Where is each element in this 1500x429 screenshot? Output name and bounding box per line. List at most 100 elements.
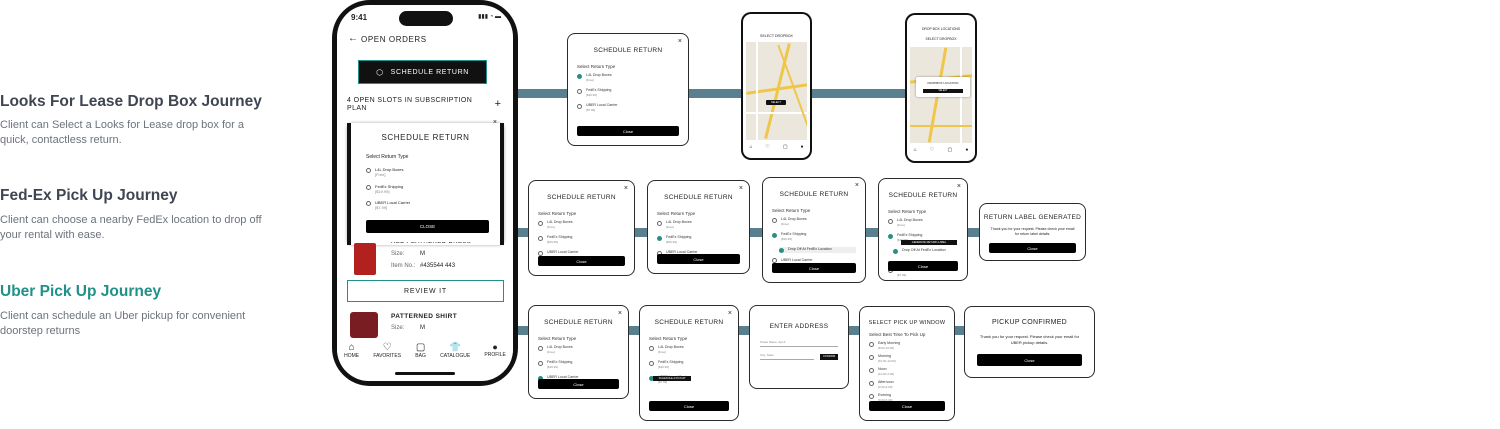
add-slot-icon[interactable]: + (494, 98, 501, 110)
close-button[interactable]: Close (657, 254, 740, 264)
nav-home[interactable]: ⌂HOME (344, 342, 359, 370)
option-dropbox[interactable]: L4L Drop Boxes[Free] (649, 345, 738, 355)
close-button[interactable]: Close (869, 401, 945, 411)
mini-nav: ⌂♡▢● (743, 144, 810, 154)
close-button[interactable]: Close (989, 243, 1076, 253)
modal-right-edge (500, 123, 504, 245)
confirm-address-button[interactable]: CONFIRM (820, 353, 838, 360)
map-screen-2: DROP BOX LOCATIONS SELECT DROPBOX DROPBO… (907, 15, 975, 161)
back-arrow-icon[interactable]: ← (348, 33, 358, 44)
journey-title-dropbox: Looks For Lease Drop Box Journey (0, 93, 262, 110)
option-label: Noon (878, 367, 887, 371)
review-button[interactable]: REVIEW IT (347, 280, 504, 302)
window-option[interactable]: Early Morning[8:00-10:00] (869, 341, 954, 351)
window-option[interactable]: Noon[12:00-2:00] (869, 367, 954, 377)
card-subtitle: Select Return Type (772, 208, 811, 213)
card-title: SCHEDULE RETURN (779, 191, 849, 198)
option-note: [Free] (666, 225, 674, 229)
item2-size: M (420, 325, 425, 331)
popup-select-button[interactable]: SELECT (923, 89, 963, 93)
bottom-nav: ⌂HOME ♡FAVORITES ▢BAG 👕CATALOGUE ●PROFIL… (337, 342, 513, 370)
map-view[interactable]: SELECT (746, 42, 807, 140)
card-title: SELECT PICK UP WINDOW (868, 320, 946, 326)
modal-close-icon[interactable]: × (492, 119, 497, 126)
close-icon[interactable]: × (677, 38, 682, 45)
window-option[interactable]: Evening[4:00-6:00] (869, 393, 954, 403)
street-input[interactable]: Street Name, Apt # (760, 340, 838, 347)
option-label: FedEx Shipping (586, 88, 612, 92)
option-fedex[interactable]: FedEx Shipping[$19.99] (772, 232, 865, 242)
enter-address-card: ENTER ADDRESS Street Name, Apt # City, S… (749, 305, 849, 389)
modal-close-button[interactable]: CLOSE (366, 220, 489, 233)
option-label: Morning (878, 354, 891, 358)
modal-option-fedex[interactable]: FedEx Shipping[$19.99] (366, 184, 403, 194)
item1-number-label: Item No.: (391, 263, 416, 269)
close-icon[interactable]: × (617, 310, 622, 317)
product-image-shirt[interactable] (350, 312, 378, 338)
option-label: L4L Drop Boxes (781, 217, 807, 221)
mini-nav: ⌂♡▢● (907, 147, 975, 157)
option-note: [12:00-2:00] (878, 372, 895, 376)
option-fedex-dropoff[interactable]: Drop Off At FedEx Location (893, 248, 967, 254)
close-button[interactable]: Close (538, 379, 619, 389)
nav-profile[interactable]: ●PROFILE (484, 342, 505, 370)
option-fedex[interactable]: FedEx Shipping[$19.99] (538, 235, 634, 245)
nav-catalogue[interactable]: 👕CATALOGUE (440, 342, 470, 370)
card-subtitle: Select Best Time To Pick Up (869, 332, 926, 337)
option-dropbox[interactable]: L4L Drop Boxes[Free] (888, 218, 967, 228)
popup-title: DROPBOX LOCATION (927, 81, 959, 85)
product-image-dress[interactable] (354, 243, 376, 275)
home-icon: ⌂ (348, 342, 355, 353)
option-label: L4L Drop Boxes (547, 345, 573, 349)
generate-label-button[interactable]: GENERATE RETURN LABEL (901, 240, 957, 245)
option-fedex[interactable]: FedEx Shipping[$19.99] (657, 235, 749, 245)
close-button[interactable]: Close (577, 126, 679, 136)
city-input[interactable]: City, State (760, 353, 814, 360)
window-option[interactable]: Afternoon[2:00-4:00] (869, 380, 954, 390)
option-note: [$7.99] (658, 380, 668, 384)
option-fedex[interactable]: FedEx Shipping[$19.99] (577, 88, 688, 98)
modal-option-uber[interactable]: UBER Local Carrier[$7.99] (366, 200, 410, 210)
modal-option-dropbox[interactable]: L4L Drop Boxes[Free] (366, 167, 404, 177)
map-screen-1: SELECT DROPBOX SELECT ⌂♡▢● (743, 14, 810, 158)
window-option[interactable]: Morning[10:00-12:00] (869, 354, 954, 364)
item1-size: M (420, 251, 425, 257)
map-view[interactable]: DROPBOX LOCATION SELECT (910, 47, 972, 143)
modal-title: SCHEDULE RETURN (381, 133, 470, 142)
map-header: DROP BOX LOCATIONS (921, 27, 961, 31)
option-dropbox[interactable]: L4L Drop Boxes[Free] (772, 217, 865, 227)
option-dropbox[interactable]: L4L Drop Boxes[Free] (577, 73, 688, 83)
close-icon[interactable]: × (738, 185, 743, 192)
option-note: [Free] (547, 350, 555, 354)
close-button[interactable]: Close (772, 263, 856, 273)
close-button[interactable]: Close (888, 261, 958, 271)
option-dropbox[interactable]: L4L Drop Boxes[Free] (538, 345, 628, 355)
close-button[interactable]: Close (977, 354, 1082, 366)
schedule-return-button[interactable]: ⬡SCHEDULE RETURN (358, 60, 487, 84)
pickup-window-card: SELECT PICK UP WINDOW Select Best Time T… (859, 306, 955, 421)
heart-icon: ♡ (929, 147, 935, 153)
option-uber[interactable]: UBER Local Carrier[$7.99] (577, 103, 688, 113)
nav-bag[interactable]: ▢BAG (415, 342, 426, 370)
row2-schedule-card-1: × SCHEDULE RETURN Select Return Type L4L… (528, 180, 635, 276)
status-icons: ▮▮▮ ◔ ▬ (478, 14, 501, 20)
option-fedex[interactable]: FedEx Shipping[$19.99] (649, 360, 738, 370)
dropbox-select-button[interactable]: SELECT (766, 100, 786, 105)
close-button[interactable]: Close (649, 401, 729, 411)
close-icon[interactable]: × (854, 182, 859, 189)
bag-icon: ▢ (782, 144, 788, 150)
close-button[interactable]: Close (538, 256, 625, 266)
option-dropbox[interactable]: L4L Drop Boxes[Free] (657, 220, 749, 230)
journey-title-uber: Uber Pick Up Journey (0, 283, 162, 300)
option-fedex[interactable]: FedEx Shipping[$19.99] (538, 360, 628, 370)
nav-label: PROFILE (484, 352, 506, 358)
close-icon[interactable]: × (623, 185, 628, 192)
option-fedex-dropoff[interactable]: Drop Off At FedEx Location (779, 247, 856, 253)
nav-favorites[interactable]: ♡FAVORITES (373, 342, 401, 370)
option-dropbox[interactable]: L4L Drop Boxes[Free] (538, 220, 634, 230)
schedule-pickup-button[interactable]: SCHEDULE A PICKUP (653, 376, 691, 381)
dropbox-popup: DROPBOX LOCATION SELECT (916, 77, 970, 97)
option-note: [$7.99] (897, 272, 907, 277)
close-icon[interactable]: × (727, 310, 732, 317)
close-icon[interactable]: × (956, 183, 961, 190)
